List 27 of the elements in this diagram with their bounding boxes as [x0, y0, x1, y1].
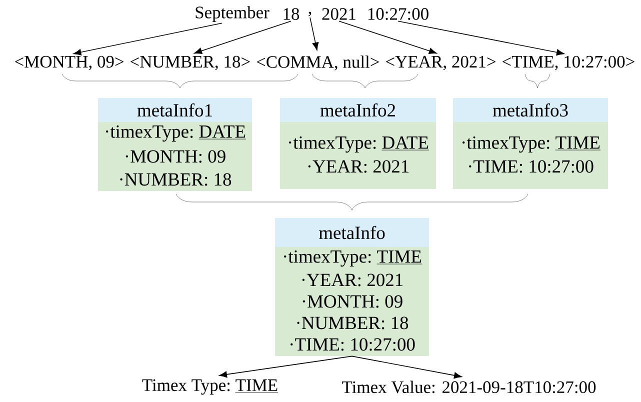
info-box: metaInfo1 ·timexType: DATE ·MONTH: 09 ·NUMBER: 18: [98, 98, 252, 191]
token-text: <MONTH, 09>: [15, 56, 124, 70]
arrow: [398, 20, 564, 56]
token-text: <NUMBER, 18>: [130, 56, 250, 70]
token-text: <COMMA, null>: [256, 56, 379, 70]
token-text: September: [196, 6, 270, 22]
token-text: 18: [284, 8, 300, 20]
result-text: Timex Value: 2021-09-18T10:27:00: [342, 380, 596, 394]
token-text: 10:27:00: [368, 8, 428, 20]
node-label: metaInfo1: [137, 103, 212, 117]
arrow: [73, 22, 222, 56]
token-text: ,: [308, 12, 312, 16]
arrow: [310, 17, 319, 50]
info-box: metaInfo3 ·timexType: TIME ·TIME: 10:27:00: [453, 98, 608, 189]
arrow: [194, 20, 292, 54]
arrow: [352, 356, 462, 379]
node-label: metaInfo: [319, 226, 385, 240]
result-text: Timex Type: TIME: [142, 379, 278, 395]
token-text: <YEAR, 2021>: [386, 56, 496, 70]
arrow: [338, 20, 437, 54]
token-text: <TIME, 10:27:00>: [502, 56, 634, 70]
info-box: metaInfo2 ·timexType: DATE ·YEAR: 2021: [280, 98, 436, 189]
token-text: 2021: [322, 8, 356, 20]
node-label: metaInfo3: [492, 103, 568, 117]
node-label: metaInfo2: [320, 103, 396, 117]
info-box: metaInfo ·timexType: TIME ·YEAR: 2021 ·MONTH: 09 ·NUMBER: 18 ·TIME: 10:27:00: [275, 218, 429, 356]
arrow: [219, 356, 352, 378]
